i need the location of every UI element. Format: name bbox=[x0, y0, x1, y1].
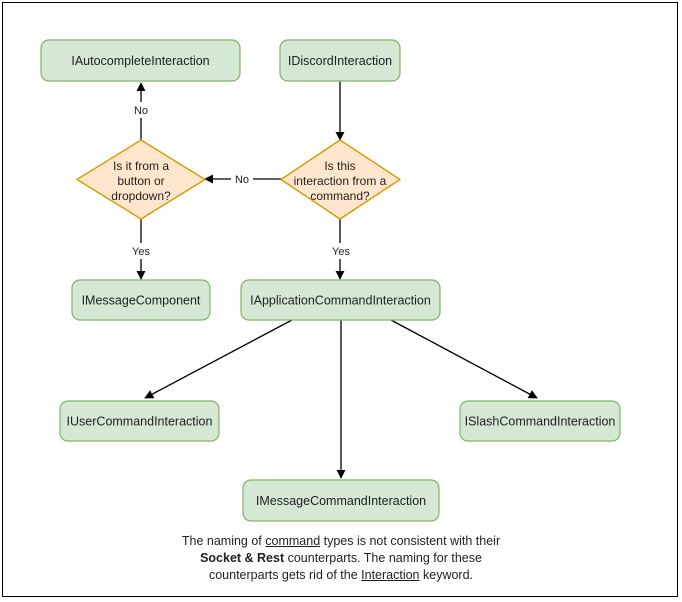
caption-line1-text-a: The naming of bbox=[181, 534, 266, 548]
edge-label-no-mid: No bbox=[235, 174, 249, 186]
node-user-command-label: IUserCommandInteraction bbox=[67, 414, 213, 428]
node-decision-button-line2: button or bbox=[117, 174, 164, 188]
node-decision-command-shape bbox=[280, 139, 401, 220]
edge-application-command-to-user-command bbox=[144, 319, 293, 399]
caption-socket-rest-term: Socket & Rest bbox=[200, 551, 285, 565]
node-decision-from-command[interactable]: Is this interaction from a command? bbox=[280, 139, 401, 220]
node-autocomplete-interaction[interactable]: IAutocompleteInteraction bbox=[40, 39, 241, 82]
node-decision-command-line2: interaction from a bbox=[294, 174, 387, 188]
node-application-command-interaction[interactable]: IApplicationCommandInteraction bbox=[240, 279, 441, 321]
caption-command-term: command bbox=[265, 534, 321, 548]
node-decision-button-shape bbox=[76, 139, 206, 220]
node-autocomplete-label: IAutocompleteInteraction bbox=[71, 54, 209, 68]
edge-application-command-to-slash-command bbox=[390, 319, 538, 399]
node-slash-command-shape bbox=[459, 400, 621, 442]
node-decision-button-or-dropdown[interactable]: Is it from a button or dropdown? bbox=[76, 139, 206, 220]
node-message-component-shape bbox=[71, 279, 211, 321]
node-discord-label: IDiscordInteraction bbox=[288, 54, 392, 68]
caption-interaction-term: Interaction bbox=[361, 568, 420, 582]
edge-label-no-left: No bbox=[134, 105, 148, 117]
node-autocomplete-shape bbox=[40, 39, 241, 82]
caption-line2-text-a: counterparts. The naming for these bbox=[284, 551, 482, 565]
edge-label-yes-right-bg bbox=[329, 243, 353, 259]
edge-label-yes-left: Yes bbox=[132, 246, 150, 258]
node-message-component[interactable]: IMessageComponent bbox=[71, 279, 211, 321]
caption-line3-text-b: keyword. bbox=[419, 568, 474, 582]
caption-line-1: The naming of command types is not consi… bbox=[0, 533, 682, 550]
node-message-command-label: IMessageCommandInteraction bbox=[256, 494, 426, 508]
node-slash-command-label: ISlashCommandInteraction bbox=[465, 414, 616, 428]
edge-label-no-mid-bg bbox=[231, 171, 253, 187]
node-discord-shape bbox=[279, 39, 401, 82]
node-user-command-interaction[interactable]: IUserCommandInteraction bbox=[59, 400, 220, 442]
node-message-command-interaction[interactable]: IMessageCommandInteraction bbox=[242, 479, 440, 522]
node-decision-command-line1: Is this bbox=[324, 159, 355, 173]
caption-line3-text-a: counterparts gets rid of the bbox=[208, 568, 362, 582]
caption-line-2: Socket & Rest counterparts. The naming f… bbox=[0, 550, 682, 567]
diagram-caption: The naming of command types is not consi… bbox=[0, 533, 682, 584]
node-message-component-label: IMessageComponent bbox=[82, 293, 201, 307]
node-message-command-shape bbox=[242, 479, 440, 522]
edge-label-yes-left-bg bbox=[129, 243, 153, 259]
node-application-command-label: IApplicationCommandInteraction bbox=[250, 293, 431, 307]
node-decision-command-line3: command? bbox=[310, 189, 370, 203]
node-slash-command-interaction[interactable]: ISlashCommandInteraction bbox=[459, 400, 621, 442]
node-decision-button-line3: dropdown? bbox=[111, 189, 171, 203]
edge-label-no-left-bg bbox=[130, 102, 152, 118]
caption-line1-text-b: types is not consistent with their bbox=[320, 534, 501, 548]
caption-line-3: counterparts gets rid of the Interaction… bbox=[0, 567, 682, 584]
node-discord-interaction[interactable]: IDiscordInteraction bbox=[279, 39, 401, 82]
node-user-command-shape bbox=[59, 400, 220, 442]
node-decision-button-line1: Is it from a bbox=[113, 159, 169, 173]
edge-label-yes-right: Yes bbox=[332, 246, 350, 258]
node-application-command-shape bbox=[240, 279, 441, 321]
